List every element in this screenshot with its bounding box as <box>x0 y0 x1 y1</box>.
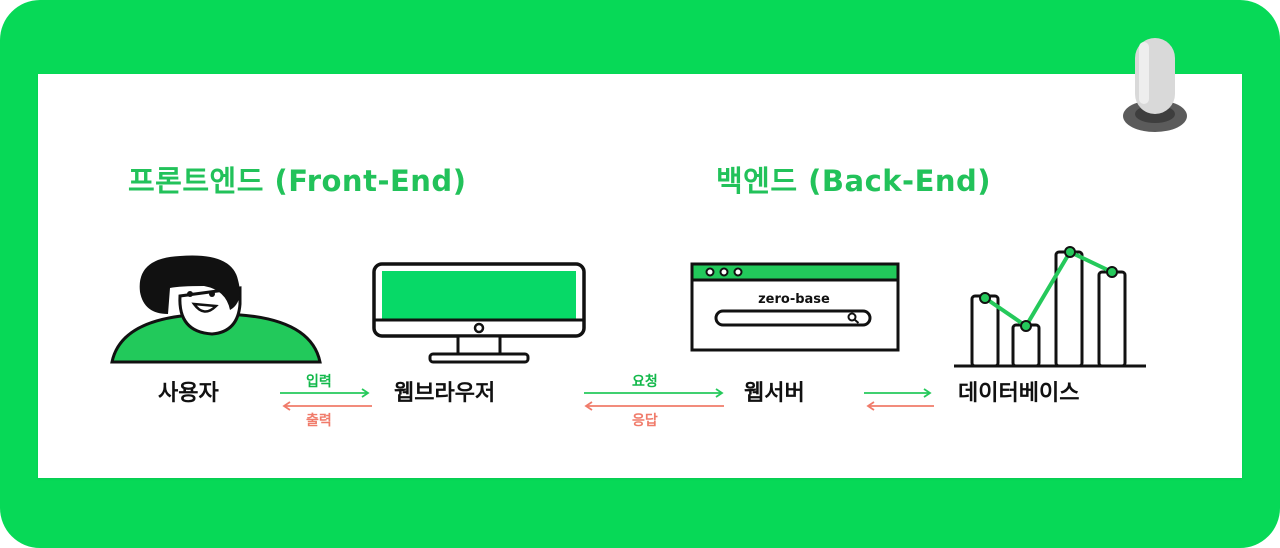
node-label-browser: 웹브라우저 <box>394 381 496 406</box>
pin-icon <box>1123 38 1187 132</box>
diagram-card <box>38 74 1242 478</box>
browser-window-icon: zero-base <box>690 262 900 352</box>
arrow-left-icon <box>584 401 724 411</box>
arrow-left-icon <box>282 401 372 411</box>
arrow-right-icon <box>280 388 370 398</box>
arrow-left-icon <box>866 401 934 411</box>
frontend-heading: 프론트엔드 (Front-End) <box>128 164 467 198</box>
backend-heading: 백엔드 (Back-End) <box>716 164 992 198</box>
arrow-right-icon <box>864 388 932 398</box>
arrow-label-request: 요청 <box>632 374 658 390</box>
arrow-label-output: 출력 <box>306 413 332 429</box>
arrow-label-input: 입력 <box>306 374 332 390</box>
node-label-webserver: 웹서버 <box>744 381 805 406</box>
arrow-label-response: 응답 <box>632 413 658 429</box>
node-label-database: 데이터베이스 <box>958 381 1080 406</box>
node-label-user: 사용자 <box>158 381 219 406</box>
person-icon <box>110 255 322 364</box>
site-name: zero-base <box>758 292 830 307</box>
monitor-icon <box>372 262 586 364</box>
arrow-right-icon <box>584 388 724 398</box>
bar-chart-icon <box>954 246 1146 368</box>
